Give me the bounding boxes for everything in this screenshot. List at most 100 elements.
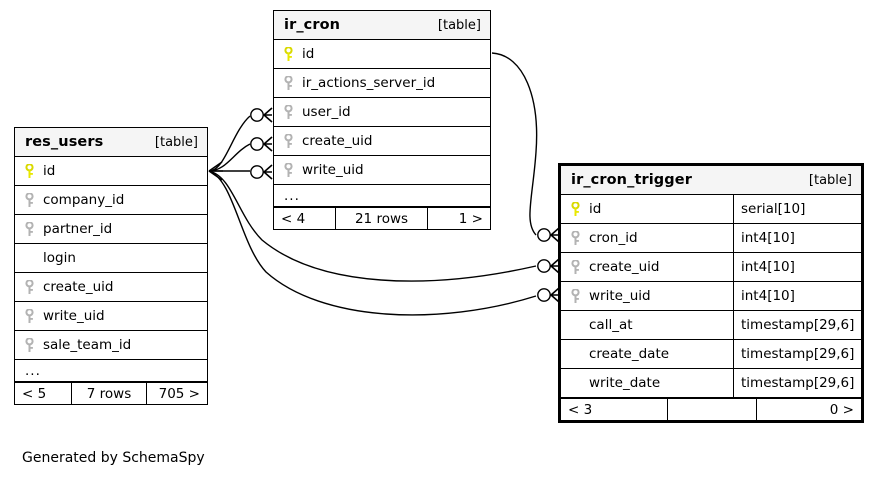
column-name-cell: ir_actions_server_id <box>274 69 490 97</box>
column-row[interactable]: create_uid <box>274 127 490 156</box>
no-key-spacer <box>571 317 589 333</box>
table-title: ir_cron_trigger <box>571 172 692 188</box>
primary-key-icon <box>25 163 43 179</box>
edge-optional-marker <box>250 108 264 122</box>
column-label: partner_id <box>43 221 113 237</box>
column-type-cell: timestamp[29,6] <box>733 369 861 397</box>
table-footer-ir-cron: < 4 21 rows 1 > <box>274 207 490 229</box>
table-columns-ir-cron-trigger: id serial[10] cron_id int4[10] <box>561 195 861 420</box>
column-name-cell: write_uid <box>15 302 207 330</box>
table-kind-label: [table] <box>437 17 481 33</box>
row-count-label: 7 rows <box>71 383 147 404</box>
column-row[interactable]: write_uid <box>15 302 207 331</box>
column-name-cell: write_date <box>561 369 733 397</box>
column-type-cell: int4[10] <box>733 224 861 252</box>
column-name-cell: write_uid <box>274 156 490 184</box>
edge-res-users-to-ir-cron-user-id <box>208 115 251 172</box>
column-row[interactable]: create_date timestamp[29,6] <box>561 340 861 369</box>
edge-crowfoot-marker <box>262 107 273 123</box>
column-label: write_uid <box>43 308 105 324</box>
foreign-key-icon <box>284 162 302 178</box>
next-page-button[interactable]: 705 > <box>158 385 200 402</box>
column-name-cell: create_uid <box>274 127 490 155</box>
column-label: create_uid <box>589 259 660 275</box>
column-row[interactable]: sale_team_id <box>15 331 207 360</box>
column-row[interactable]: write_date timestamp[29,6] <box>561 369 861 398</box>
column-row[interactable]: id <box>274 40 490 69</box>
prev-page-button[interactable]: < 4 <box>281 210 306 227</box>
column-row[interactable]: write_uid int4[10] <box>561 282 861 311</box>
column-label: write_date <box>589 375 661 391</box>
column-row[interactable]: company_id <box>15 186 207 215</box>
column-name-cell: create_date <box>561 340 733 368</box>
edge-optional-marker <box>250 137 264 151</box>
foreign-key-icon <box>25 337 43 353</box>
table-columns-ir-cron: id ir_actions_server_id user <box>274 40 490 229</box>
column-label: sale_team_id <box>43 337 132 353</box>
table-footer-ir-cron-trigger: < 3 0 > <box>561 398 861 420</box>
column-row[interactable]: create_uid <box>15 273 207 302</box>
prev-page-button[interactable]: < 3 <box>568 401 593 418</box>
edge-ir-cron-to-trigger-cron-id <box>491 52 538 236</box>
primary-key-icon <box>284 46 302 62</box>
no-key-spacer <box>25 250 43 266</box>
foreign-key-icon <box>25 221 43 237</box>
column-row[interactable]: ir_actions_server_id <box>274 69 490 98</box>
primary-key-icon <box>571 201 589 217</box>
edge-optional-marker <box>250 165 264 179</box>
column-row[interactable]: login <box>15 244 207 273</box>
column-name-cell: company_id <box>15 186 207 214</box>
foreign-key-icon <box>284 133 302 149</box>
column-row[interactable]: partner_id <box>15 215 207 244</box>
crowfoot-res-users-id <box>208 161 223 181</box>
table-header-ir-cron: ir_cron [table] <box>274 11 490 40</box>
column-type-cell: serial[10] <box>733 195 861 223</box>
column-row[interactable]: call_at timestamp[29,6] <box>561 311 861 340</box>
table-header-ir-cron-trigger: ir_cron_trigger [table] <box>561 166 861 195</box>
prev-page-button[interactable]: < 5 <box>22 385 47 402</box>
column-type-cell: int4[10] <box>733 253 861 281</box>
column-label: create_date <box>589 346 670 362</box>
next-page-button[interactable]: 0 > <box>829 401 854 418</box>
column-row[interactable]: cron_id int4[10] <box>561 224 861 253</box>
column-label: id <box>43 163 56 179</box>
next-page-button[interactable]: 1 > <box>458 210 483 227</box>
foreign-key-icon <box>25 279 43 295</box>
table-node-ir-cron[interactable]: ir_cron [table] id ir_actions_server_ <box>273 10 491 230</box>
column-name-cell: id <box>15 157 207 185</box>
column-row[interactable]: create_uid int4[10] <box>561 253 861 282</box>
row-count-label <box>667 399 757 420</box>
column-type-cell: int4[10] <box>733 282 861 310</box>
foreign-key-icon <box>25 192 43 208</box>
column-label: create_uid <box>43 279 114 295</box>
foreign-key-icon <box>284 104 302 120</box>
table-columns-res-users: id company_id partner_id <box>15 157 207 404</box>
more-columns-indicator[interactable]: ... <box>15 360 207 382</box>
generated-by-credit: Generated by SchemaSpy <box>22 450 205 466</box>
column-row[interactable]: user_id <box>274 98 490 127</box>
foreign-key-icon <box>284 75 302 91</box>
column-row[interactable]: id serial[10] <box>561 195 861 224</box>
column-name-cell: create_uid <box>15 273 207 301</box>
edge-optional-marker <box>537 288 551 302</box>
column-label: user_id <box>302 104 351 120</box>
table-node-ir-cron-trigger[interactable]: ir_cron_trigger [table] id serial[10] <box>558 163 864 423</box>
column-row[interactable]: id <box>15 157 207 186</box>
column-name-cell: sale_team_id <box>15 331 207 359</box>
no-key-spacer <box>571 375 589 391</box>
table-node-res-users[interactable]: res_users [table] id company_id <box>14 127 208 405</box>
no-key-spacer <box>571 346 589 362</box>
row-count-label: 21 rows <box>335 208 428 229</box>
edge-crowfoot-marker <box>262 136 273 152</box>
column-label: create_uid <box>302 133 373 149</box>
foreign-key-icon <box>571 288 589 304</box>
more-columns-indicator[interactable]: ... <box>274 185 490 207</box>
table-title: res_users <box>25 134 104 150</box>
column-name-cell: create_uid <box>561 253 733 281</box>
table-title: ir_cron <box>284 17 341 33</box>
column-name-cell: login <box>15 244 207 272</box>
column-label: write_uid <box>589 288 651 304</box>
column-label: write_uid <box>302 162 364 178</box>
column-row[interactable]: write_uid <box>274 156 490 185</box>
column-type-cell: timestamp[29,6] <box>733 311 861 339</box>
